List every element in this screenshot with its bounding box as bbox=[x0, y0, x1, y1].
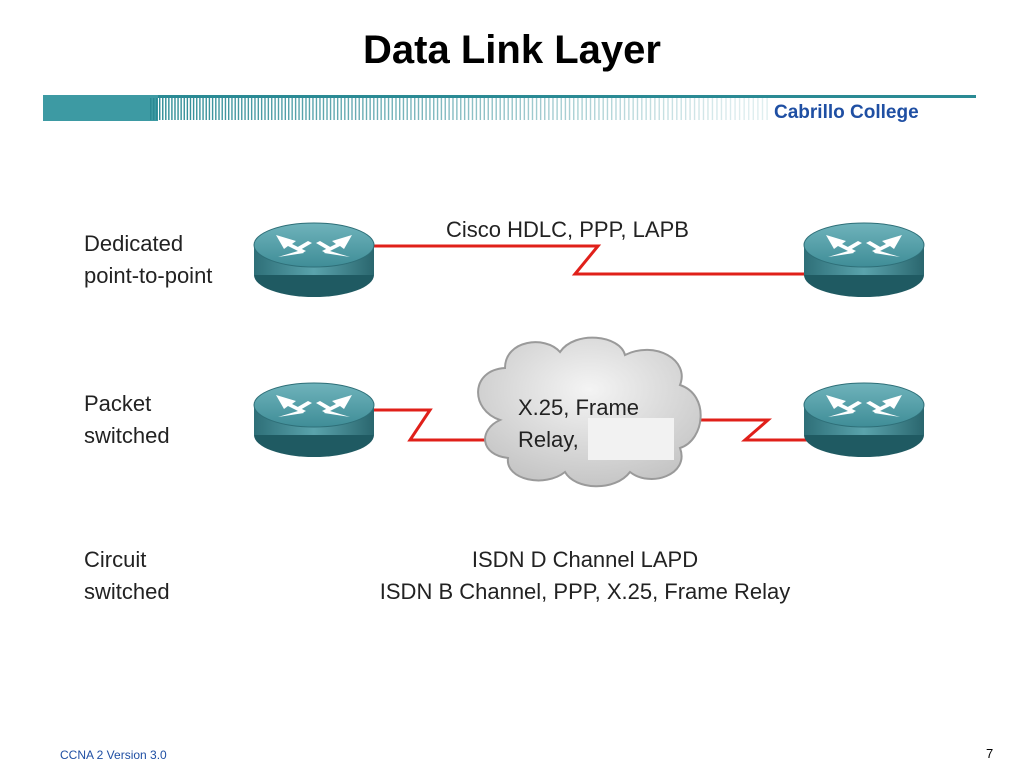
row-label-dedicated: Dedicated point-to-point bbox=[84, 228, 212, 292]
dedicated-protocols: Cisco HDLC, PPP, LAPB bbox=[446, 217, 689, 242]
label-line: switched bbox=[84, 423, 170, 448]
slide-title: Data Link Layer bbox=[363, 28, 661, 72]
row-label-packet: Packet switched bbox=[84, 388, 170, 452]
page-number: 7 bbox=[986, 746, 994, 761]
cloud-protocols: X.25, Frame Relay, bbox=[518, 392, 639, 456]
isdn-line: ISDN B Channel, PPP, X.25, Frame Relay bbox=[379, 579, 791, 604]
serial-link-icon bbox=[680, 418, 808, 442]
label-line: switched bbox=[84, 579, 170, 604]
circuit-protocols: ISDN D Channel LAPD ISDN B Channel, PPP,… bbox=[320, 544, 850, 608]
redacted-box bbox=[588, 418, 674, 460]
label-line: Packet bbox=[84, 391, 152, 416]
cloud-line: Relay, bbox=[518, 427, 579, 452]
row-label-circuit: Circuit switched bbox=[84, 544, 170, 608]
brand-logo: Cabrillo College bbox=[774, 102, 919, 123]
serial-link-icon bbox=[370, 408, 495, 442]
label-line: Circuit bbox=[84, 547, 147, 572]
router-icon bbox=[803, 382, 925, 458]
cloud-line: X.25, Frame bbox=[518, 395, 640, 420]
header-banner bbox=[43, 95, 976, 121]
footer-course: CCNA 2 Version 3.0 bbox=[60, 748, 167, 762]
isdn-line: ISDN D Channel LAPD bbox=[471, 547, 699, 572]
router-icon bbox=[253, 382, 375, 458]
router-icon bbox=[803, 222, 925, 298]
label-line: Dedicated bbox=[84, 231, 184, 256]
label-line: point-to-point bbox=[84, 263, 213, 288]
serial-link-icon bbox=[370, 244, 808, 276]
router-icon bbox=[253, 222, 375, 298]
